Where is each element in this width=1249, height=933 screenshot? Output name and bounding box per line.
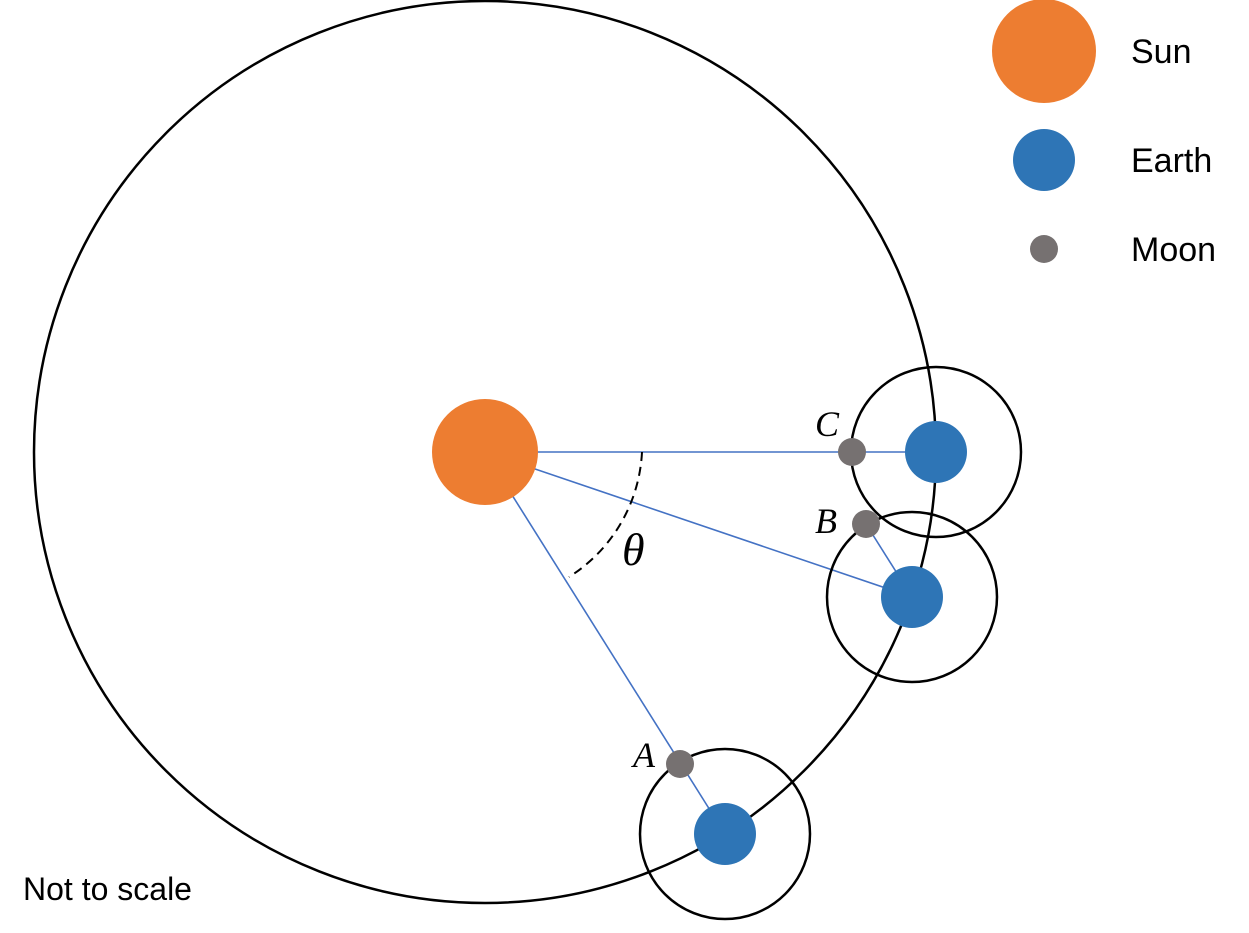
- legend-earth-label: Earth: [1131, 142, 1212, 180]
- point-label-b: B: [815, 501, 837, 541]
- scale-note: Not to scale: [23, 871, 192, 907]
- moon-orbit-b: [825, 510, 999, 684]
- earth-b: [881, 566, 943, 628]
- earth-a: [694, 803, 756, 865]
- angle-arc: [568, 451, 643, 578]
- point-label-a: A: [631, 735, 656, 775]
- moon-c: [838, 438, 866, 466]
- sun: [432, 399, 538, 505]
- moon-a: [666, 750, 694, 778]
- legend: Sun Earth Moon: [992, 0, 1216, 269]
- legend-sun-swatch: [992, 0, 1096, 103]
- moon-orbit-a: [638, 747, 812, 921]
- angle-label: θ: [622, 524, 645, 575]
- sun-to-earth-b-line: [484, 451, 913, 598]
- legend-sun-label: Sun: [1131, 33, 1192, 71]
- point-label-c: C: [815, 404, 840, 444]
- earth-c: [905, 421, 967, 483]
- legend-moon-label: Moon: [1131, 231, 1216, 269]
- legend-moon-swatch: [1030, 235, 1058, 263]
- legend-earth-swatch: [1013, 129, 1075, 191]
- moon-b: [852, 510, 880, 538]
